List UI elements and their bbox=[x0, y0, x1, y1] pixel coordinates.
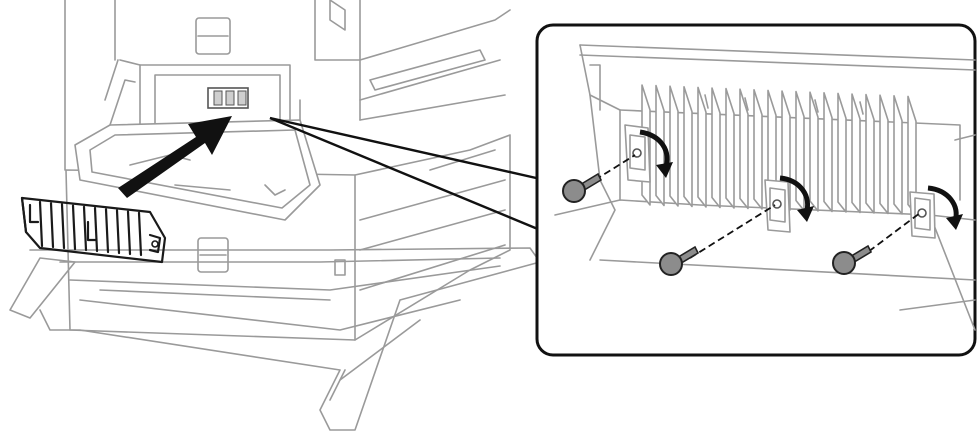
cover-rib bbox=[95, 208, 97, 251]
cover-rib bbox=[106, 209, 108, 252]
screw-bracket-right bbox=[910, 192, 935, 238]
open-cover-flap bbox=[75, 80, 320, 220]
rear-cover-part bbox=[22, 198, 165, 262]
cover-rib bbox=[73, 206, 75, 249]
roller-assembly bbox=[208, 88, 248, 108]
cover-rib bbox=[139, 213, 141, 255]
cover-rib bbox=[84, 207, 86, 250]
magnified-callout bbox=[537, 25, 975, 355]
cover-rib bbox=[62, 204, 64, 248]
printer-body bbox=[10, 0, 540, 430]
screw-bracket-middle bbox=[765, 180, 790, 232]
cover-rib bbox=[117, 210, 119, 253]
cover-rib bbox=[128, 212, 130, 254]
cover-rib bbox=[51, 203, 53, 247]
cover-rib bbox=[40, 202, 42, 246]
